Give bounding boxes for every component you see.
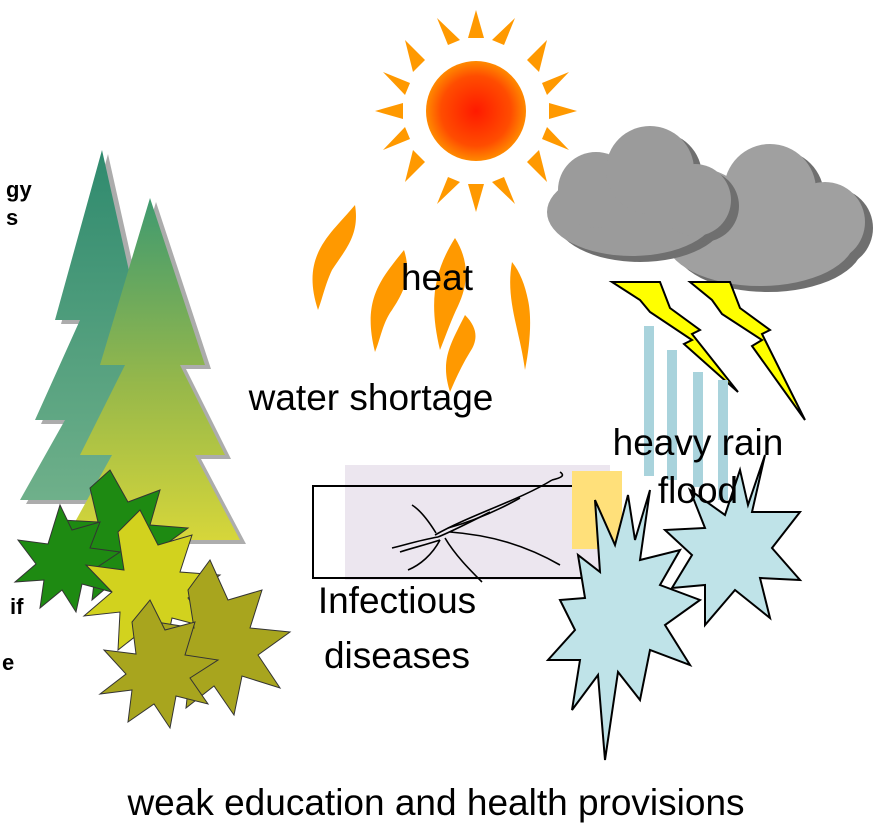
heavy-rain-label: heavy rain: [613, 422, 784, 463]
weak-provisions-label: weak education and health provisions: [126, 782, 744, 823]
infectious-label-line2: diseases: [324, 635, 470, 676]
mosquito-icon: [312, 465, 622, 583]
leaf-cluster-icon: [13, 469, 292, 730]
flood-label: flood: [658, 470, 738, 511]
storm-cloud-icon: [547, 126, 873, 292]
pine-tree-icon: [20, 150, 246, 544]
rain-icon: [644, 326, 728, 500]
flood-splash-icon: [545, 454, 803, 761]
infectious-label-line1: Infectious: [318, 580, 476, 621]
cut-off-text-2: s: [6, 205, 18, 230]
lightning-icon: [608, 281, 806, 421]
heat-label: heat: [401, 257, 474, 298]
cut-off-text-4: e: [2, 650, 14, 675]
water-shortage-label: water shortage: [248, 377, 494, 418]
heat-wave-icon: [312, 205, 531, 392]
sun-icon: [375, 10, 577, 212]
cut-off-text-3: if: [10, 594, 24, 619]
cut-off-text-1: gy: [6, 177, 32, 202]
